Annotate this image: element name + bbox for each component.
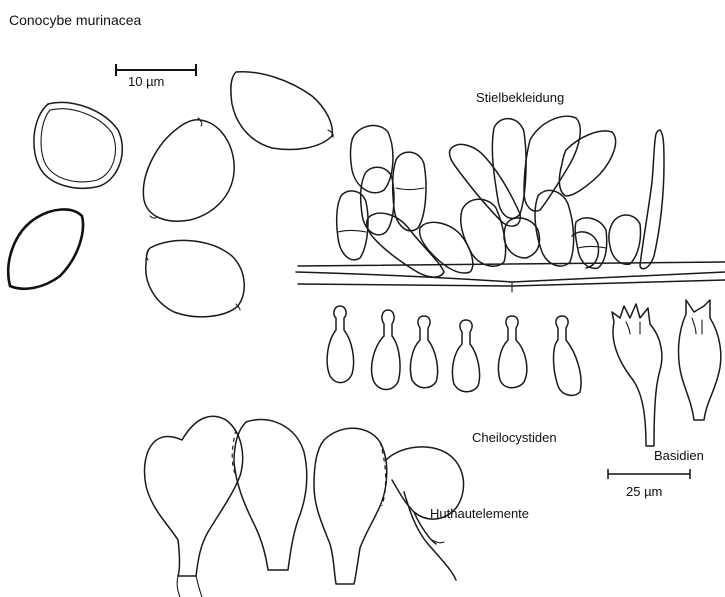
caulocystidium — [559, 131, 615, 196]
spore — [146, 240, 245, 316]
spore — [8, 209, 83, 288]
cheilocystidium — [554, 316, 582, 395]
basidium — [612, 304, 662, 446]
cheilocystidium — [327, 306, 353, 383]
caulocystidium — [535, 190, 574, 266]
spore — [143, 118, 234, 221]
stipitipellis — [296, 116, 725, 292]
pileipellis — [145, 416, 464, 597]
basidia — [612, 300, 721, 446]
caulocystidium — [492, 119, 526, 219]
pileipellis-element — [145, 416, 243, 597]
caulocystidium — [504, 218, 540, 258]
pileipellis-element — [314, 428, 387, 584]
cheilocystidia — [327, 306, 581, 395]
caulocystidium — [575, 218, 607, 268]
spore — [231, 72, 333, 150]
scale-bar-cells — [608, 469, 690, 479]
spores — [8, 72, 333, 317]
caulocystidium — [461, 199, 506, 266]
caulocystidium — [524, 116, 580, 211]
scale-bar-spores — [116, 64, 196, 76]
spore — [34, 102, 122, 188]
basidium — [679, 300, 721, 420]
caulocystidium — [449, 144, 520, 226]
caulocystidium — [337, 191, 368, 260]
cheilocystidium — [410, 316, 437, 388]
cheilocystidium — [498, 316, 526, 388]
pileipellis-element — [386, 447, 464, 580]
pileipellis-element — [234, 420, 307, 570]
cheilocystidium — [452, 320, 479, 392]
cheilocystidium — [372, 310, 400, 390]
caulocystidium — [351, 126, 393, 193]
caulocystidium-long — [640, 130, 664, 269]
caulocystidium — [609, 215, 641, 264]
